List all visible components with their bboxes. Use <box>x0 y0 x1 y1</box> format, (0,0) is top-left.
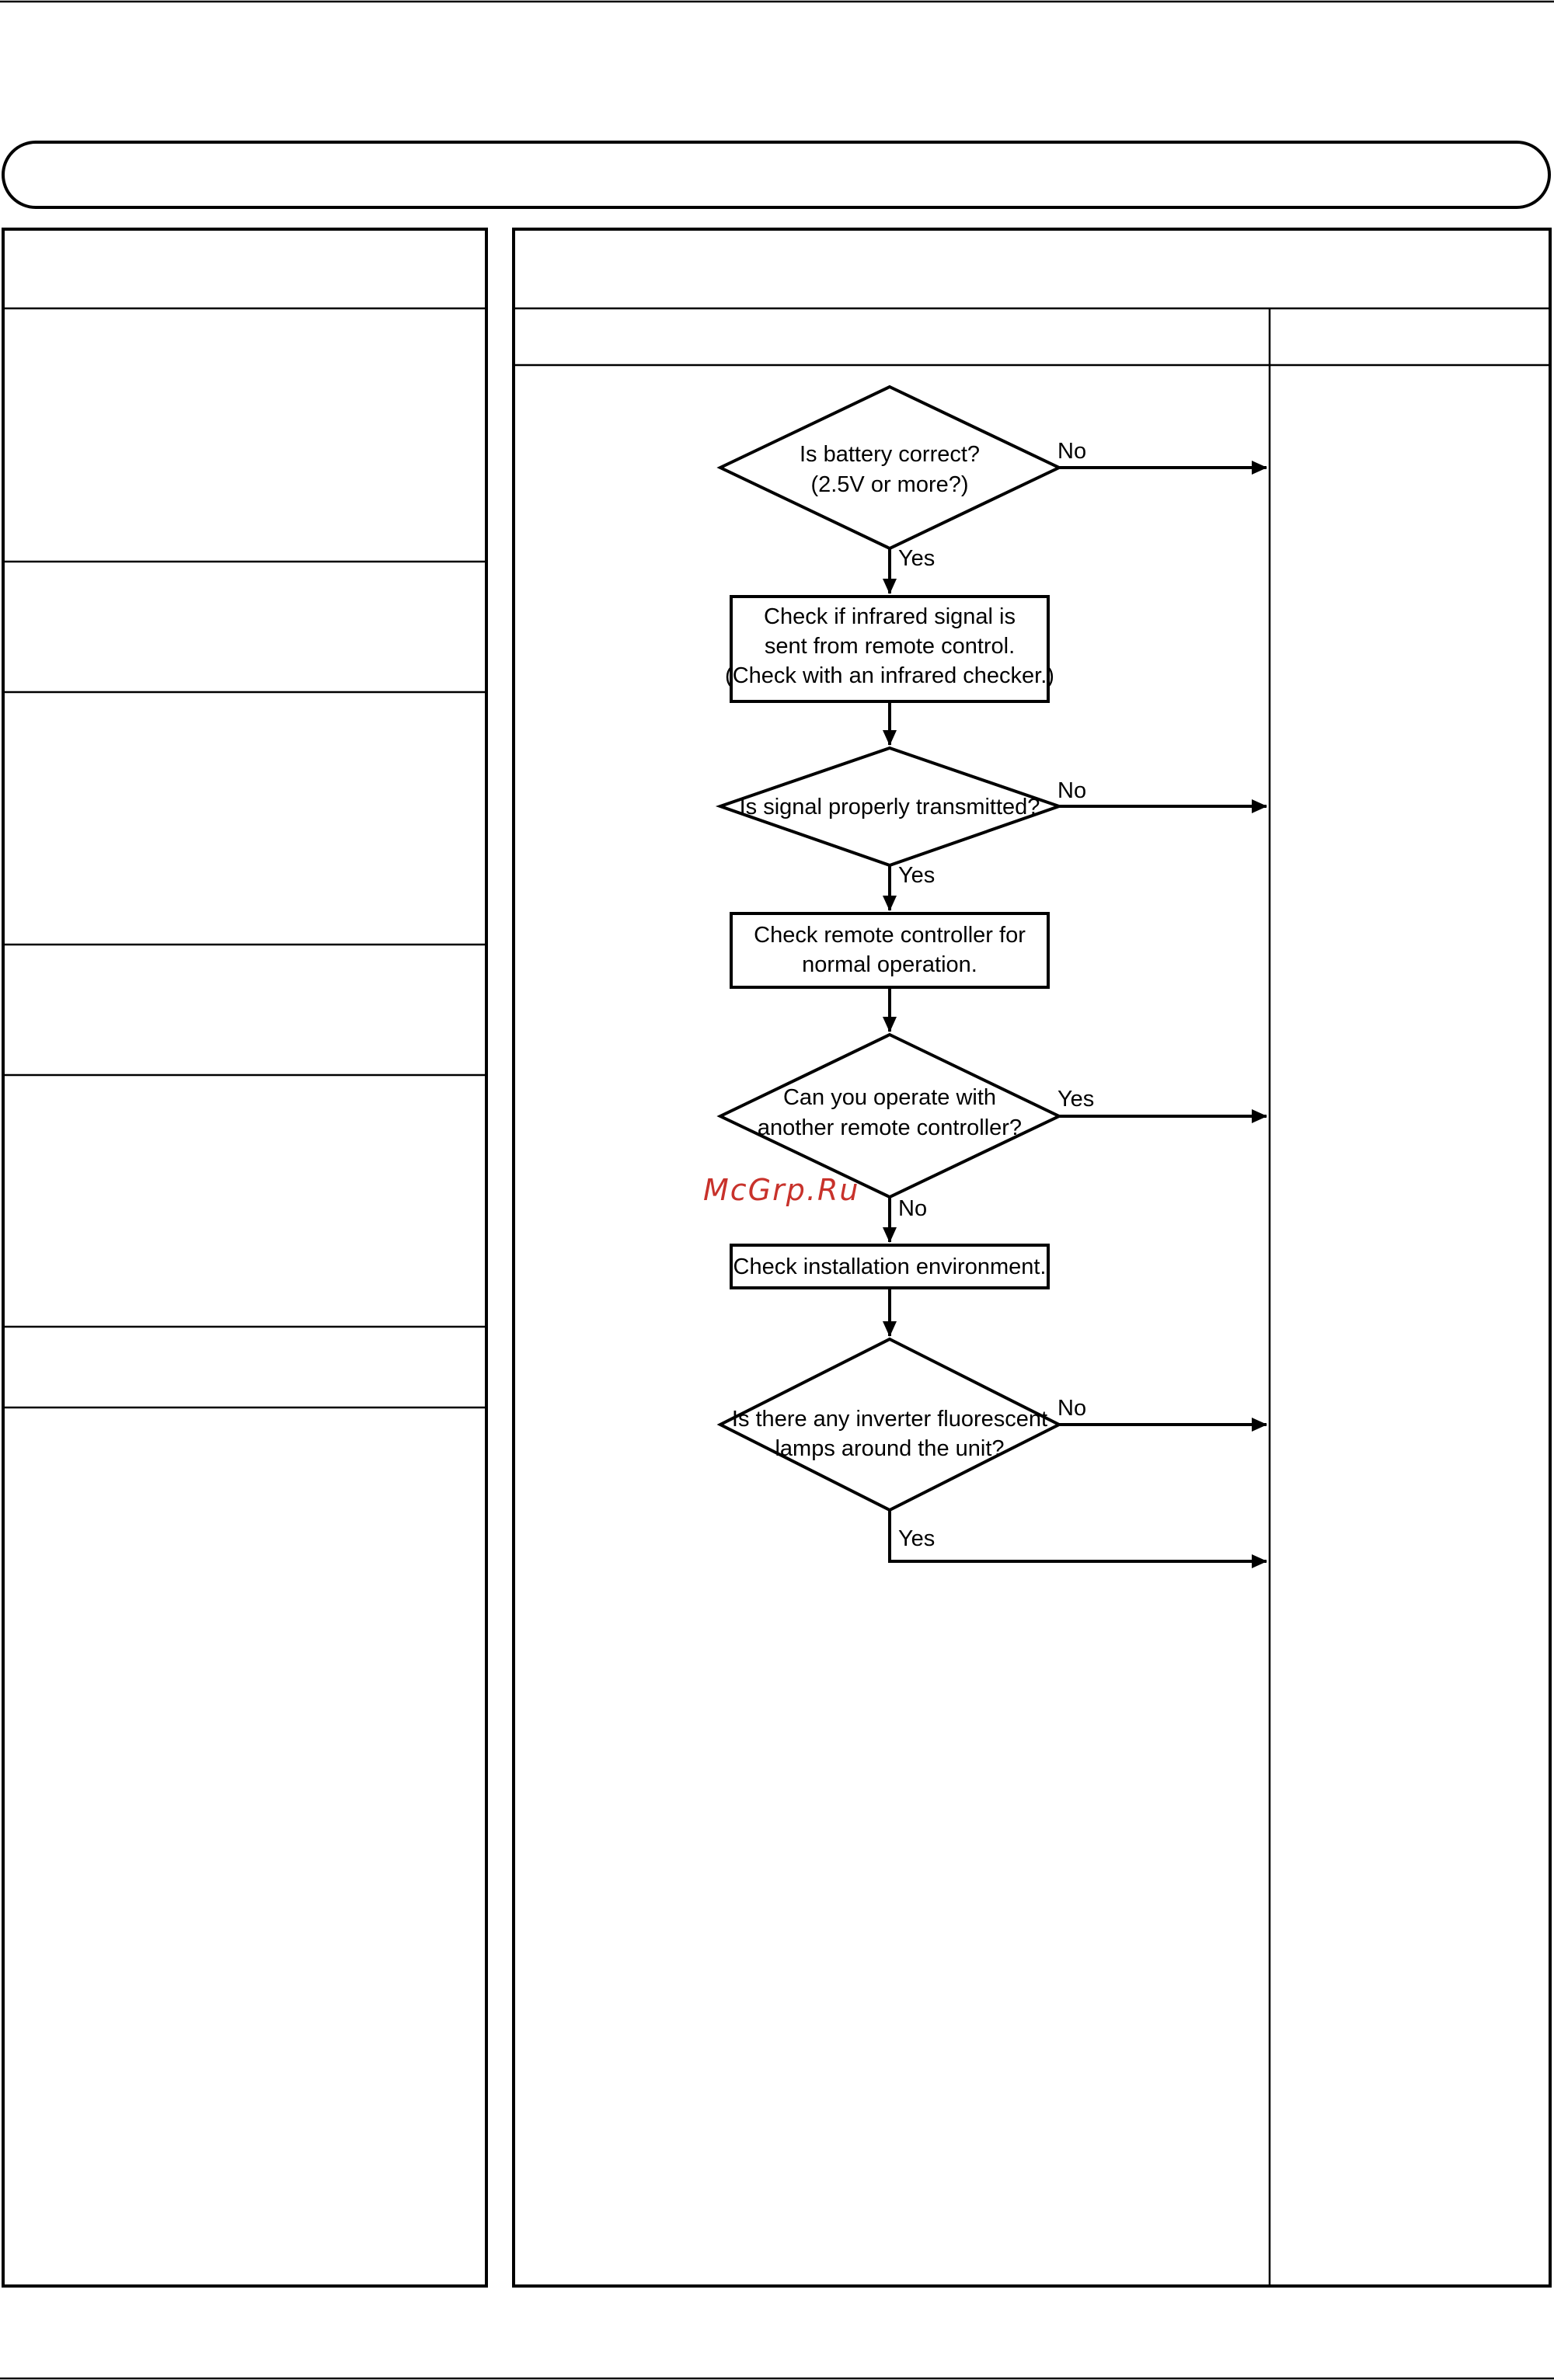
process-infrared: Check if infrared signal is sent from re… <box>725 595 1054 746</box>
left-column <box>2 228 488 2288</box>
decision-battery-line-1: Is battery correct? <box>800 442 980 467</box>
title-bar <box>2 141 1551 209</box>
fluorescent-yes-label: Yes <box>898 1526 935 1551</box>
decision-fluorescent-line-1: Is there any inverter fluorescent <box>732 1407 1047 1432</box>
process-infrared-box <box>730 595 1050 703</box>
decision-signal: Is signal properly transmitted? No Yes <box>715 746 1267 911</box>
left-column-frame <box>2 228 488 2288</box>
decision-another-remote-line-1: Can you operate with <box>783 1085 996 1110</box>
process-installation-box <box>730 1244 1050 1289</box>
decision-another-remote-line-2: another remote controller? <box>758 1115 1022 1140</box>
process-remote-normal-line-2: normal operation. <box>802 952 977 977</box>
signal-yes-label: Yes <box>898 863 935 888</box>
right-column-frame <box>512 228 1552 2288</box>
right-column <box>512 228 1552 2288</box>
process-remote-normal: Check remote controller for normal opera… <box>730 912 1050 1032</box>
another-remote-yes-label: Yes <box>1057 1087 1094 1112</box>
process-infrared-line-3: (Check with an infrared checker.) <box>725 663 1054 688</box>
process-infrared-line-1: Check if infrared signal is <box>764 604 1016 629</box>
decision-fluorescent-line-2: lamps around the unit? <box>775 1436 1004 1461</box>
decision-battery: Is battery correct? (2.5V or more?) No Y… <box>716 384 1267 594</box>
process-infrared-line-2: sent from remote control. <box>765 634 1015 659</box>
flowchart: Is battery correct? (2.5V or more?) No Y… <box>715 384 1267 1568</box>
process-installation: Check installation environment. <box>730 1244 1050 1337</box>
fluorescent-no-label: No <box>1057 1396 1086 1421</box>
signal-no-label: No <box>1057 778 1086 803</box>
decision-signal-line-1: Is signal properly transmitted? <box>740 795 1040 819</box>
process-installation-line-1: Check installation environment. <box>733 1254 1047 1279</box>
watermark: McGrp.Ru <box>703 1173 859 1207</box>
fluorescent-yes-arrow <box>888 1510 1267 1568</box>
decision-battery-diamond <box>716 384 1063 551</box>
another-remote-no-label: No <box>898 1196 927 1221</box>
decision-battery-line-2: (2.5V or more?) <box>810 472 968 497</box>
process-remote-normal-line-1: Check remote controller for <box>754 923 1026 948</box>
battery-yes-label: Yes <box>898 546 935 571</box>
decision-another-remote: Can you operate with another remote cont… <box>716 1032 1267 1243</box>
decision-fluorescent: Is there any inverter fluorescent lamps … <box>716 1337 1267 1568</box>
battery-no-label: No <box>1057 439 1086 464</box>
